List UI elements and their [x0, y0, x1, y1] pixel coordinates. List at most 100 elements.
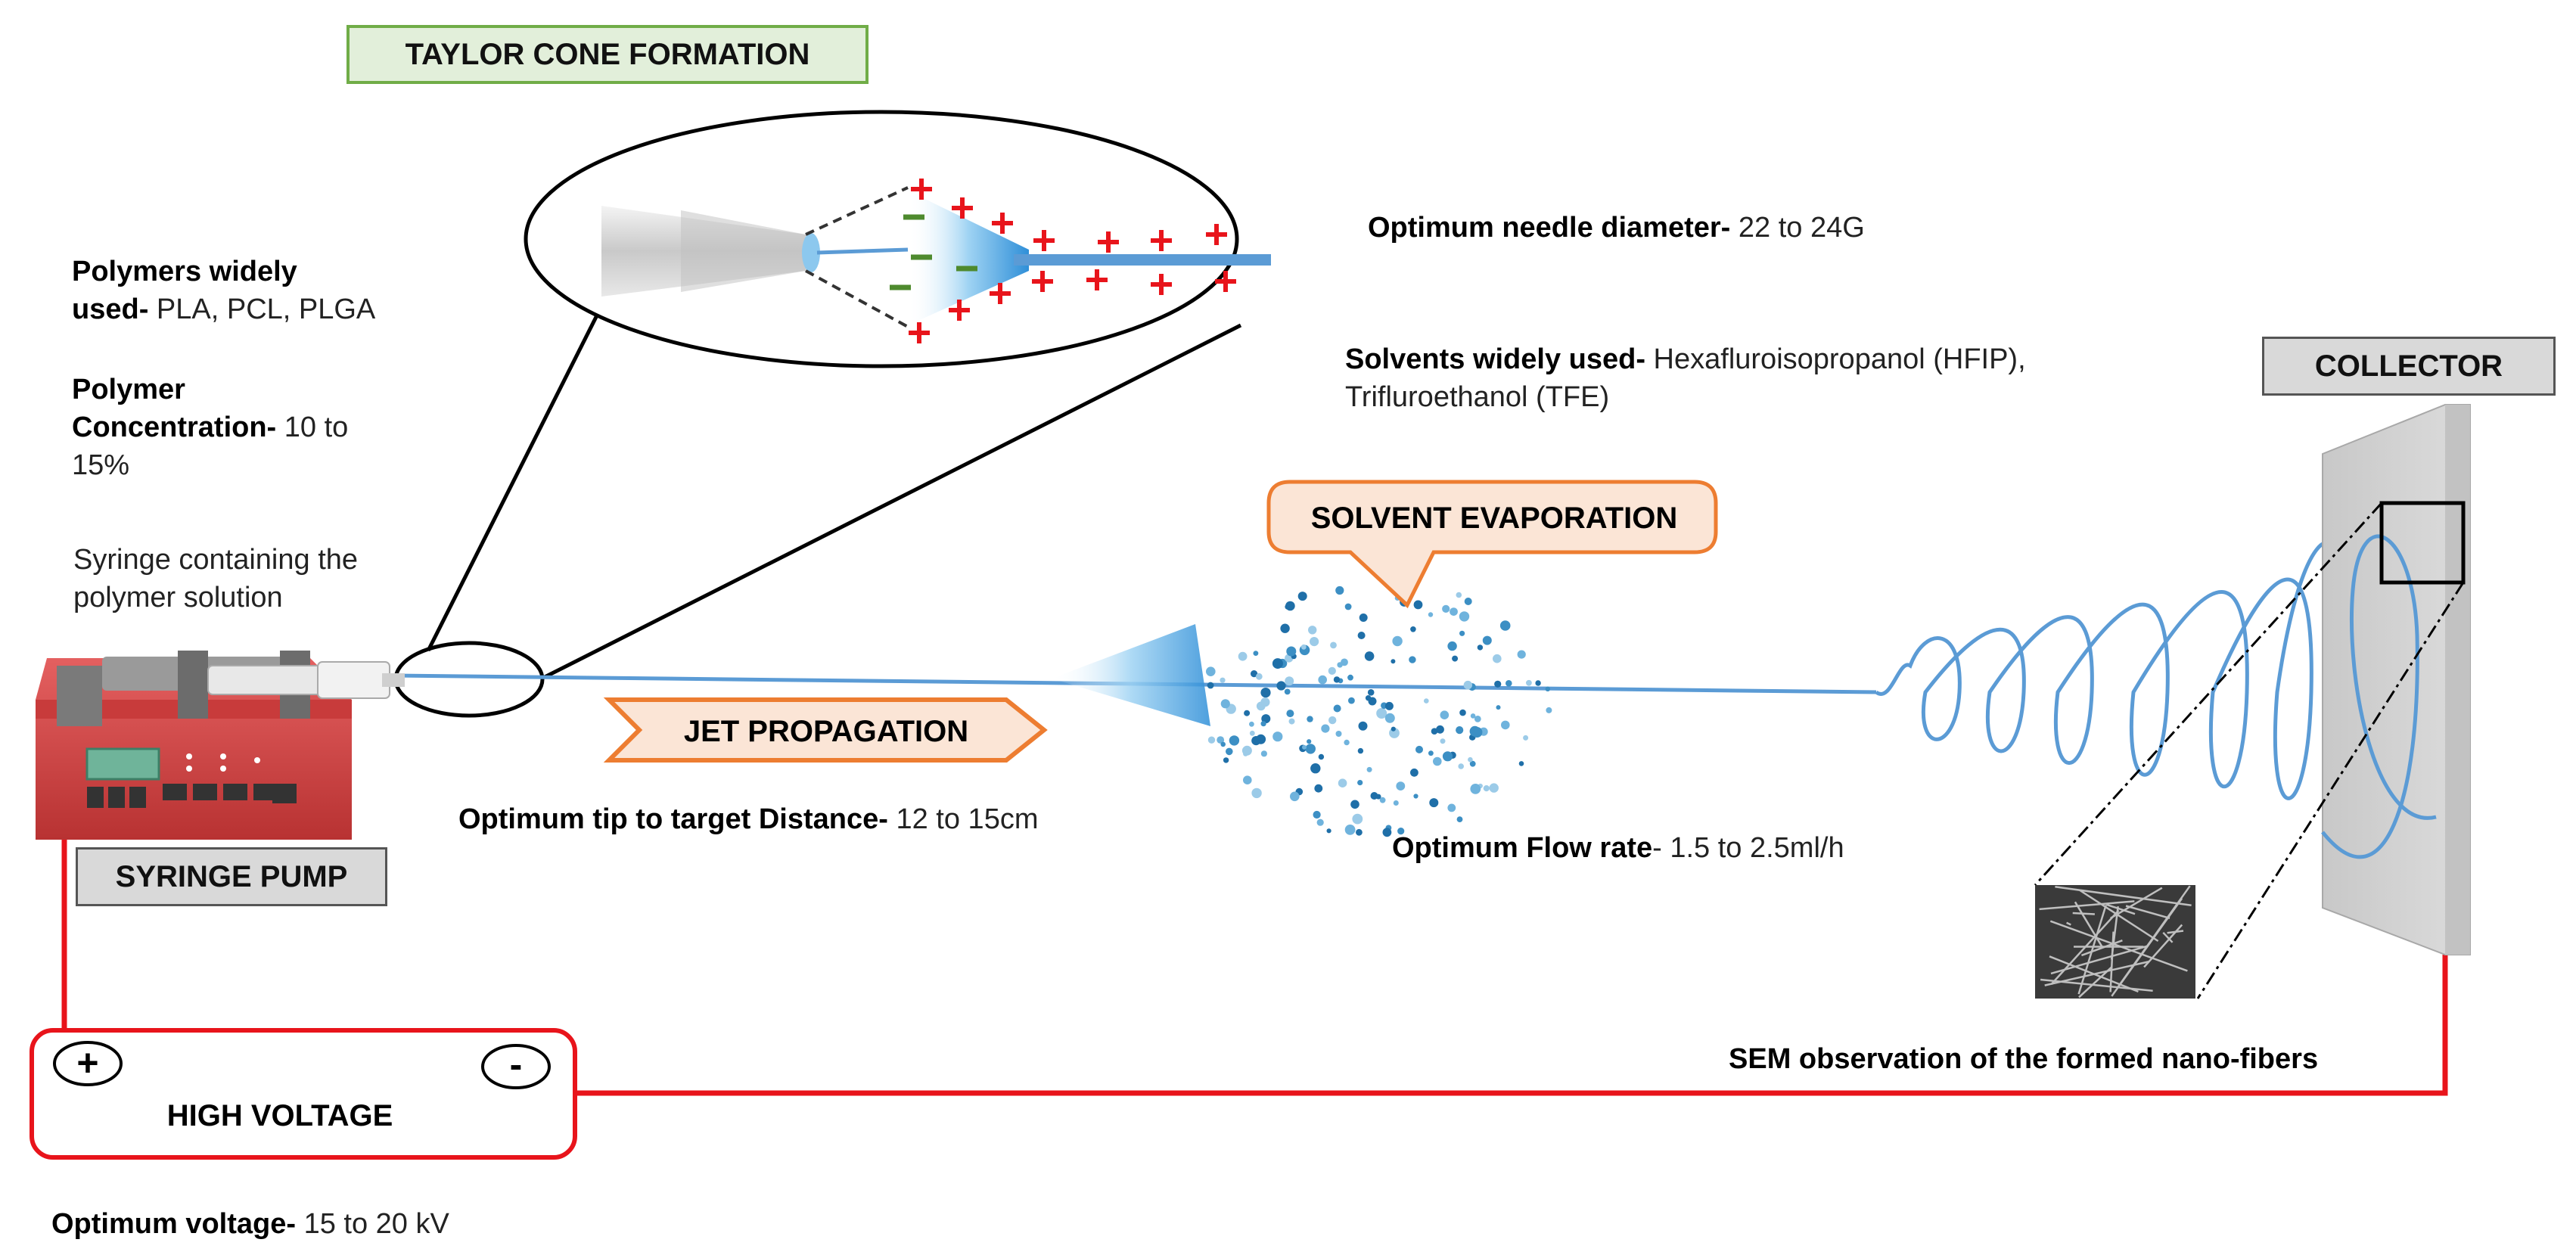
droplet [1330, 641, 1337, 649]
sem-fiber [2044, 960, 2149, 986]
droplet [1335, 586, 1344, 595]
droplet [1456, 592, 1462, 598]
plus-charge [1032, 271, 1053, 292]
droplet [1207, 736, 1216, 744]
solvent-evaporation-label: SOLVENT EVAPORATION [1311, 502, 1677, 535]
sem-sample-square [2379, 501, 2466, 585]
droplet [1501, 720, 1510, 730]
droplet [1300, 644, 1307, 650]
droplet [1308, 626, 1317, 635]
flow-rate-text: Optimum Flow rate- 1.5 to 2.5ml/h [1392, 832, 1844, 864]
droplet [1333, 704, 1341, 713]
positive-terminal [53, 1041, 123, 1086]
sem-zoom-lines [2034, 502, 2465, 999]
droplet [1307, 739, 1312, 744]
plus-charge [990, 283, 1011, 304]
needle-tip-ellipse [393, 641, 545, 718]
droplet [1392, 635, 1403, 647]
droplet [1517, 650, 1526, 659]
droplet [1546, 707, 1552, 713]
solvents-text: Solvents widely used- Hexafluroisopropan… [1345, 343, 2026, 413]
droplet [1253, 651, 1259, 656]
sem-fiber [2116, 885, 2191, 989]
droplet [1499, 620, 1511, 631]
droplet [1260, 688, 1271, 698]
zoom-lines [426, 305, 1242, 679]
droplet [1428, 612, 1434, 617]
droplet [1260, 697, 1270, 707]
droplet [1375, 794, 1381, 800]
minus-terminal-label: - [510, 1043, 523, 1086]
droplet [1305, 744, 1316, 754]
droplet [1244, 710, 1251, 716]
sem-fiber [2039, 900, 2135, 911]
droplet [1350, 800, 1359, 809]
taylor-cone-shape [908, 191, 1029, 325]
droplet [1409, 656, 1416, 663]
droplet [1229, 735, 1240, 746]
droplet [1391, 726, 1396, 732]
sem-fiber [2125, 905, 2170, 920]
droplet [1243, 751, 1248, 756]
droplet [1328, 716, 1337, 725]
droplet [1272, 732, 1283, 742]
droplet [1357, 780, 1363, 786]
droplet [1280, 623, 1290, 633]
circuit-wire [61, 840, 2448, 1096]
droplet [1382, 828, 1392, 837]
droplet [1220, 677, 1226, 683]
droplet [1391, 659, 1396, 664]
droplet [1251, 787, 1262, 799]
taylor-cone-zoom-ellipse [524, 110, 1239, 368]
taylor-cone-box: TAYLOR CONE FORMATION [346, 25, 869, 84]
droplet [1337, 662, 1343, 668]
sem-fiber [2080, 940, 2123, 957]
droplet [1413, 794, 1419, 799]
jet-propagation-arrow [603, 697, 1048, 763]
droplet [1470, 784, 1481, 794]
sem-fiber [2049, 955, 2139, 993]
droplet [1255, 672, 1263, 680]
concentration-text: Polymer Concentration- 10 to 15% [72, 374, 349, 481]
droplet [1477, 645, 1484, 651]
droplet [1207, 682, 1214, 689]
plus-charge [1098, 231, 1119, 253]
sem-fiber [2072, 912, 2095, 915]
droplet [1220, 699, 1230, 709]
droplet [1251, 670, 1258, 678]
droplet [1344, 825, 1356, 835]
droplet [1489, 783, 1499, 793]
negative-terminal [481, 1044, 551, 1089]
droplet [1348, 697, 1355, 704]
droplet [1333, 676, 1341, 683]
droplet [1447, 641, 1457, 651]
droplet [1335, 731, 1342, 737]
droplet [1367, 689, 1375, 696]
droplet [1459, 709, 1466, 716]
sem-fiber [2066, 921, 2071, 926]
syringe-text: Syringe containing the polymer solution [73, 544, 359, 613]
zoom-needle [601, 186, 909, 328]
droplet [1288, 718, 1295, 725]
droplet [1357, 747, 1364, 754]
droplet [1393, 800, 1399, 806]
sem-fiber [2050, 909, 2120, 985]
droplet [1251, 736, 1261, 746]
droplet [1338, 778, 1347, 787]
plus-charge [1206, 224, 1227, 245]
droplet [1217, 736, 1225, 744]
droplet [1358, 721, 1368, 731]
droplet [1458, 763, 1464, 769]
taylor-jet [1014, 254, 1271, 266]
droplet [1456, 726, 1464, 735]
plus-charge [992, 213, 1013, 234]
jet-propagation-label: JET PROPAGATION [684, 715, 968, 748]
droplet [1285, 604, 1291, 610]
sem-image [2035, 885, 2195, 999]
droplet [1518, 761, 1524, 766]
solvent-droplets [1206, 586, 1552, 837]
droplet [1464, 598, 1472, 605]
droplet [1310, 637, 1319, 647]
droplet [1442, 604, 1450, 613]
